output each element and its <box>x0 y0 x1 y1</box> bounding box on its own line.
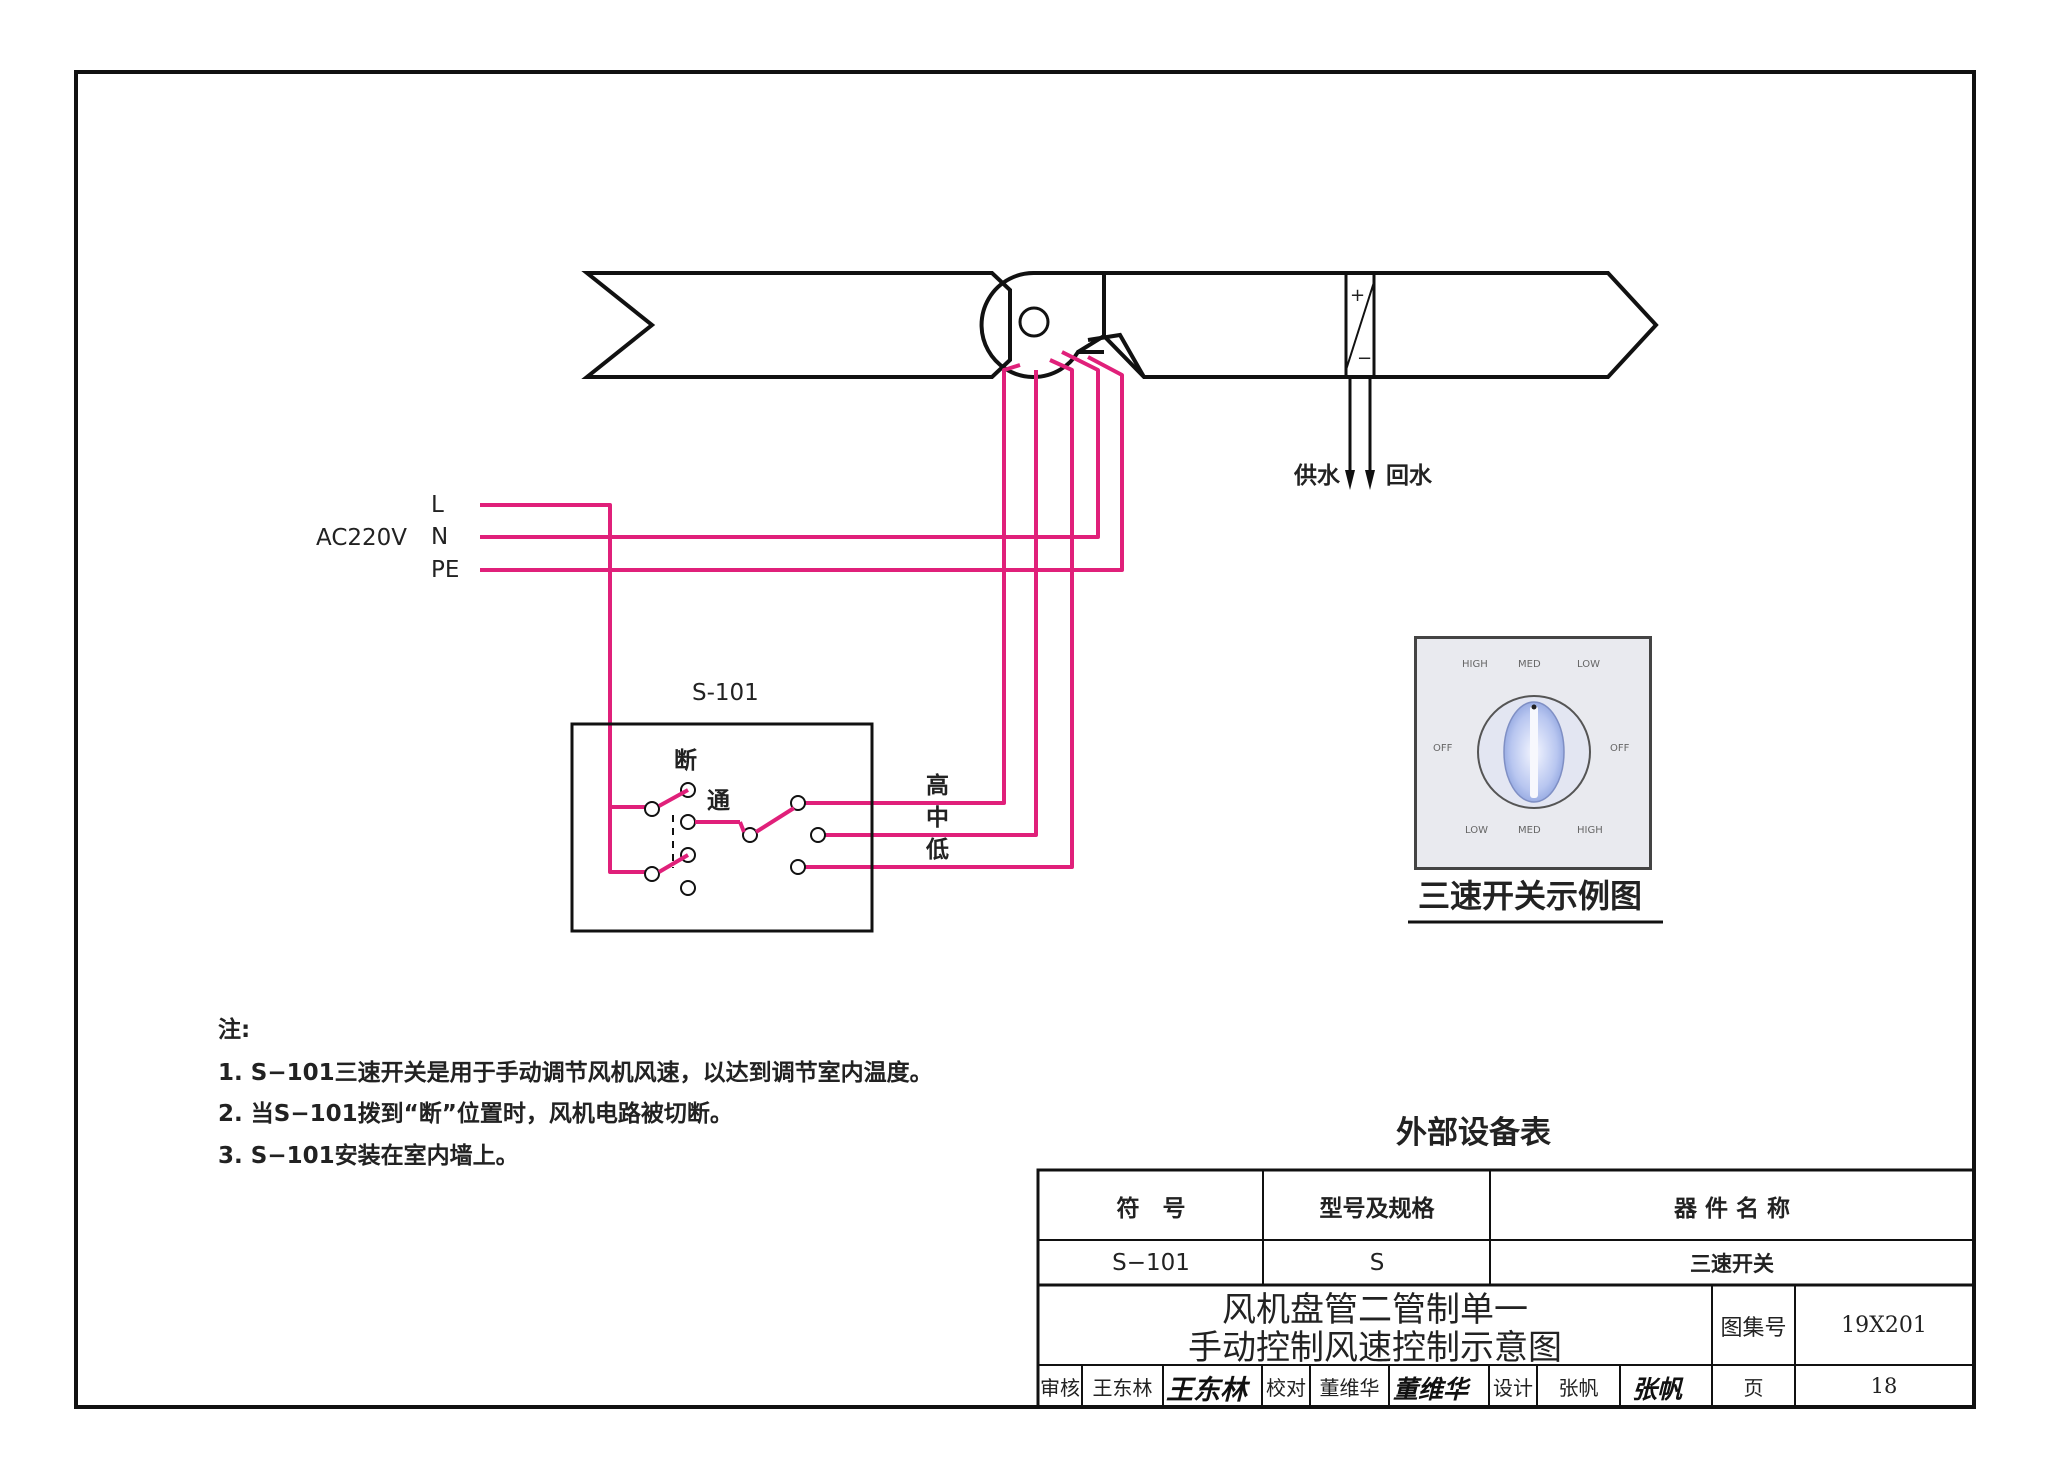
sheet-border <box>74 70 1976 1409</box>
note-3: 3. S−101安装在室内墙上。 <box>218 1143 519 1169</box>
knob-top-high: HIGH <box>1462 659 1488 670</box>
switch-blades <box>657 788 796 874</box>
knob-right-off: OFF <box>1610 743 1630 754</box>
notes-heading: 注: <box>218 1017 251 1043</box>
fan-circle <box>1018 306 1050 338</box>
reviewer-signature: 王东林 <box>1166 1375 1247 1406</box>
wire-high <box>798 363 1021 805</box>
drawing-title-line2: 手动控制风速控制示意图 <box>1188 1327 1562 1368</box>
wiring <box>480 350 1124 874</box>
line-label-n: N <box>431 524 449 550</box>
coil-diagonal <box>1345 281 1375 371</box>
designer-signature: 张帆 <box>1632 1375 1683 1404</box>
line-label-pe: PE <box>431 557 460 583</box>
return-arrow <box>1365 470 1375 490</box>
supply-air-duct <box>1102 271 1659 379</box>
switch-off-label: 断 <box>674 748 697 774</box>
design-label: 设计 <box>1493 1375 1533 1400</box>
wire-pe <box>480 355 1124 572</box>
note-1: 1. S−101三速开关是用于手动调节风机风速，以达到调节室内温度。 <box>218 1060 933 1086</box>
return-water-label: 回水 <box>1386 463 1432 489</box>
equipment-table-title: 外部设备表 <box>1396 1115 1551 1151</box>
supply-arrow <box>1345 470 1355 490</box>
supply-water-label: 供水 <box>1294 463 1340 489</box>
drawing-title-line1: 风机盘管二管制单一 <box>1222 1289 1528 1330</box>
motor-terminal <box>1087 332 1146 378</box>
speed-label-low: 低 <box>926 837 949 863</box>
three-speed-switch-example: HIGH MED LOW OFF OFF LOW MED HIGH <box>1414 636 1652 870</box>
note-2: 2. 当S−101拨到“断”位置时，风机电路被切断。 <box>218 1101 733 1127</box>
knob-top-med: MED <box>1518 659 1541 670</box>
fan-housing <box>979 270 1104 379</box>
knob-bottom-low: LOW <box>1465 825 1488 836</box>
knob-bottom-med: MED <box>1518 825 1541 836</box>
wire-n <box>480 350 1100 539</box>
atlas-number: 19X201 <box>1841 1313 1927 1338</box>
review-label: 审核 <box>1040 1375 1080 1400</box>
table-cell-symbol: S−101 <box>1112 1250 1190 1276</box>
table-cell-model: S <box>1369 1250 1385 1276</box>
knob-top-low: LOW <box>1577 659 1600 670</box>
power-label: AC220V <box>316 525 408 551</box>
check-label: 校对 <box>1266 1375 1306 1400</box>
table-header-name: 器 件 名 称 <box>1673 1195 1791 1222</box>
reviewer-name: 王东林 <box>1092 1375 1153 1400</box>
page-label: 页 <box>1743 1375 1764 1400</box>
switch-on-label: 通 <box>707 788 730 814</box>
knob-left-off: OFF <box>1433 743 1453 754</box>
designer-name: 张帆 <box>1558 1375 1599 1400</box>
speed-label-med: 中 <box>926 805 949 831</box>
table-header-symbol: 符 号 <box>1116 1195 1186 1222</box>
checker-name: 董维华 <box>1319 1375 1380 1400</box>
table-header-model: 型号及规格 <box>1319 1195 1435 1222</box>
coil-minus-mark: − <box>1357 348 1373 369</box>
water-coil <box>1344 271 1376 379</box>
line-label-l: L <box>431 492 444 518</box>
return-air-duct <box>581 271 1012 379</box>
switch-box <box>570 722 874 933</box>
switch-id-label: S-101 <box>692 680 759 706</box>
rotary-knob-icon <box>1477 695 1591 809</box>
coil-plus-mark: + <box>1350 285 1366 306</box>
wire-low <box>798 358 1074 869</box>
knob-example-caption: 三速开关示例图 <box>1418 877 1643 915</box>
wire-l-branch <box>608 807 650 874</box>
atlas-number-label: 图集号 <box>1720 1315 1787 1341</box>
switch-contacts <box>644 782 826 896</box>
page-number: 18 <box>1870 1374 1898 1398</box>
table-cell-name: 三速开关 <box>1690 1252 1774 1276</box>
wire-l <box>480 503 650 809</box>
checker-signature: 董维华 <box>1393 1375 1469 1404</box>
equipment-table-grid <box>1036 1168 1976 1409</box>
speed-label-high: 高 <box>926 773 949 799</box>
knob-bottom-high: HIGH <box>1577 825 1603 836</box>
wire-med <box>818 370 1038 837</box>
